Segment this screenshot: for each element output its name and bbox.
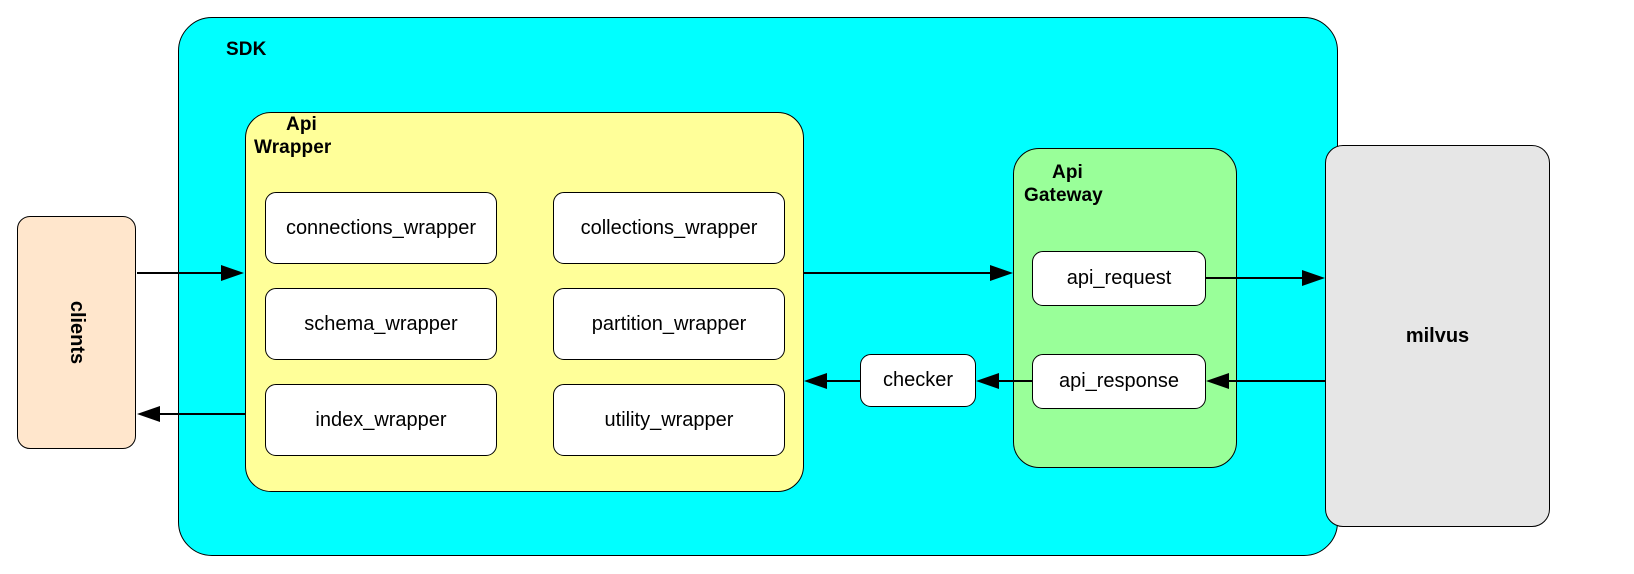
node-api-request[interactable]: api_request [1032, 251, 1206, 306]
node-schema-wrapper[interactable]: schema_wrapper [265, 288, 497, 360]
api-gateway-container[interactable] [1013, 148, 1237, 468]
node-partition-wrapper[interactable]: partition_wrapper [553, 288, 785, 360]
node-connections-wrapper-label: connections_wrapper [285, 216, 477, 239]
sdk-container-label: SDK [226, 39, 267, 60]
node-collections-wrapper-label: collections_wrapper [580, 216, 758, 239]
node-connections-wrapper[interactable]: connections_wrapper [265, 192, 497, 264]
node-clients[interactable]: clients [17, 216, 136, 449]
node-collections-wrapper[interactable]: collections_wrapper [553, 192, 785, 264]
node-checker[interactable]: checker [860, 354, 976, 407]
node-api-response[interactable]: api_response [1032, 354, 1206, 409]
node-api-request-label: api_request [1066, 267, 1172, 289]
node-index-wrapper-label: index_wrapper [315, 408, 447, 431]
node-milvus-label: milvus [1405, 324, 1470, 347]
node-api-response-label: api_response [1058, 370, 1180, 392]
node-utility-wrapper[interactable]: utility_wrapper [553, 384, 785, 456]
api-wrapper-container-label: Api Wrapper [254, 114, 332, 159]
node-schema-wrapper-label: schema_wrapper [304, 312, 458, 335]
node-checker-label: checker [882, 369, 954, 391]
node-utility-wrapper-label: utility_wrapper [604, 408, 734, 431]
node-index-wrapper[interactable]: index_wrapper [265, 384, 497, 456]
node-milvus[interactable]: milvus [1325, 145, 1550, 527]
node-partition-wrapper-label: partition_wrapper [591, 312, 747, 335]
node-clients-label: clients [65, 300, 88, 365]
api-gateway-container-label: Api Gateway [1024, 162, 1103, 207]
